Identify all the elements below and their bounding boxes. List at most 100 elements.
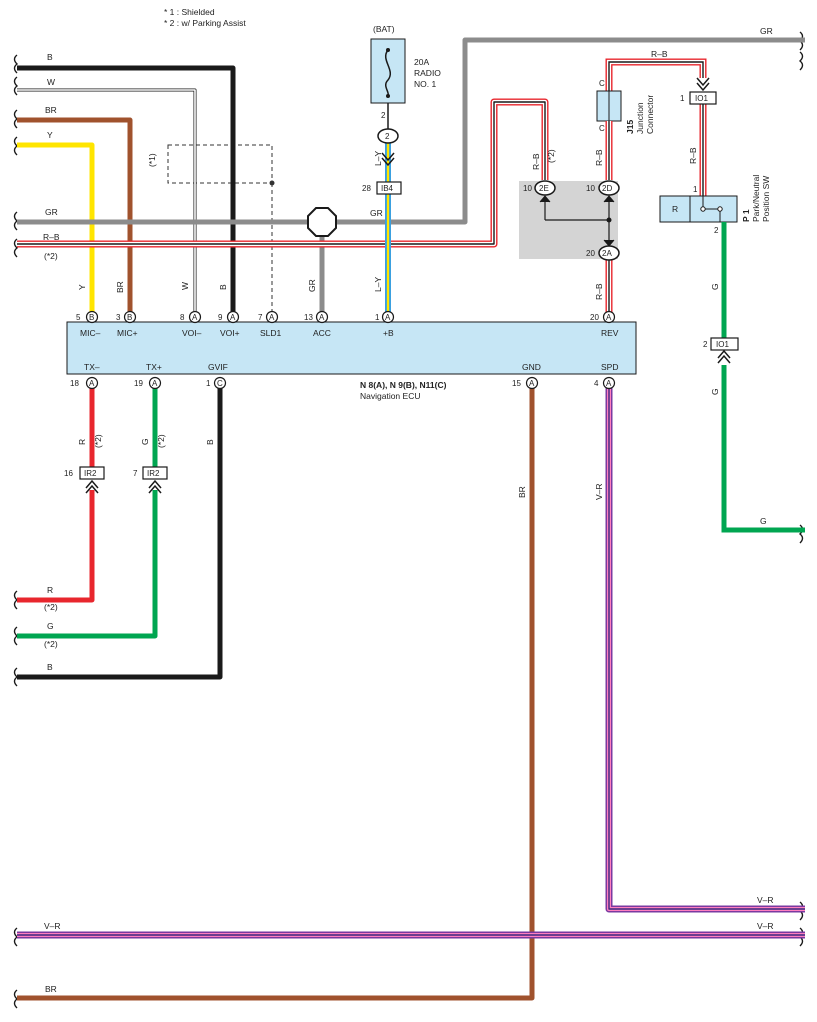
pin-num: 5 [76, 313, 81, 322]
park-switch-box-label: R [672, 204, 678, 214]
junction-pin-2a-label: 2A [602, 249, 612, 258]
label-rb-rev: R–B [594, 283, 604, 300]
junction-pin-2e-num: 10 [523, 184, 532, 193]
mid-wire-labels: GR L–Y L–Y R–B (*2) R–B R–B R–B G G Y BR… [77, 147, 720, 500]
shield-box: (*1) [147, 144, 275, 314]
left-label-vr: V–R [44, 921, 61, 931]
junction-name2: Connector [645, 95, 655, 134]
pin-num: 8 [180, 313, 185, 322]
wire-br-mic [17, 117, 133, 314]
left-label-rb: R–B [43, 232, 60, 242]
pin-label: TX+ [146, 362, 162, 372]
connector-ir2-right-pin: 7 [133, 469, 138, 478]
left-label-y: Y [47, 130, 53, 140]
pin-conn: A [192, 313, 198, 322]
shield-note: (*1) [147, 153, 157, 167]
fuse-name2: NO. 1 [414, 79, 436, 89]
label-ly-lower: L–Y [373, 277, 383, 292]
navigation-ecu [66, 321, 637, 375]
junction-pin-2d: 2D 10 [586, 180, 620, 203]
ecu-top-pin-mic-plus: B 3 MIC+ [116, 310, 138, 338]
ecu-bottom-pin-spd: A 4 SPD [594, 362, 618, 390]
fuse-terminal-label: 2 [385, 132, 390, 141]
label-ly-upper: L–Y [373, 151, 383, 166]
label-b: B [218, 284, 228, 290]
label-gr-mid: GR [370, 208, 383, 218]
wire-w-voi [17, 88, 197, 314]
ecu-bottom-pin-gnd: A 15 GND [512, 362, 541, 390]
connector-ir2-left-name: IR2 [84, 469, 97, 478]
splice-point [307, 207, 337, 237]
junction-connector-j15: C C J15 Junction Connector [596, 70, 655, 134]
pin-conn: A [230, 313, 236, 322]
label-r-note: (*2) [93, 434, 103, 448]
pin-num: 18 [70, 379, 79, 388]
left-label-b: B [47, 52, 53, 62]
pin-label: MIC– [80, 328, 101, 338]
connector-io1-bottom-name: IO1 [716, 340, 729, 349]
park-switch-name2: Position SW [761, 176, 771, 222]
junction-pin-c-top: C [599, 79, 605, 88]
left-label-b2: B [47, 662, 53, 672]
fuse-rating: 20A [414, 57, 429, 67]
connector-io1-bottom-pin: 2 [703, 340, 708, 349]
ecu-bottom-pin-tx-plus: A 19 TX+ [134, 362, 162, 390]
wire-b-voi [17, 65, 236, 314]
pin-conn: A [319, 313, 325, 322]
label-rb-io1: R–B [688, 147, 698, 164]
ecu-top-pin-rev: A 20 REV [590, 310, 619, 338]
connector-io1-bottom: IO1 2 [703, 337, 739, 364]
fuse-name: RADIO [414, 68, 441, 78]
left-label-g: G [47, 621, 54, 631]
wire-rb-junction [544, 121, 613, 314]
pin-num: 13 [304, 313, 313, 322]
junction-id: J15 [625, 120, 635, 134]
note-parking-assist: * 2 : w/ Parking Assist [164, 18, 246, 28]
connector-io1-top-name: IO1 [695, 94, 708, 103]
label-r: R [77, 439, 87, 445]
wires-bottom [17, 388, 805, 1001]
pin-label: VOI+ [220, 328, 240, 338]
connector-io1-top: IO1 1 [680, 77, 717, 105]
connector-ir2-left: IR2 16 [64, 466, 105, 494]
pin-label: REV [601, 328, 619, 338]
pin-label: SPD [601, 362, 618, 372]
fuse-terminal: 2 [377, 128, 399, 167]
pin-label: ACC [313, 328, 331, 338]
right-label-gr: GR [760, 26, 773, 36]
left-label-br2: BR [45, 984, 57, 994]
label-vr-spd: V–R [594, 483, 604, 500]
pin-num: 15 [512, 379, 521, 388]
left-label-rb-note: (*2) [44, 251, 58, 261]
wire-vr-spd [605, 388, 805, 913]
junction-name: Junction [635, 102, 645, 134]
pin-conn: A [385, 313, 391, 322]
pin-num: 1 [206, 379, 211, 388]
ecu-name: N 8(A), N 9(B), N11(C) [360, 380, 447, 390]
left-label-r: R [47, 585, 53, 595]
pin-label: VOI– [182, 328, 202, 338]
ecu-top-pin-mic-minus: B 5 MIC– [76, 310, 101, 338]
ecu-subtitle: Navigation ECU [360, 391, 420, 401]
pin-label: +B [383, 328, 394, 338]
connector-ir2-right-name: IR2 [147, 469, 160, 478]
pin-num: 9 [218, 313, 223, 322]
note-shielded: * 1 : Shielded [164, 7, 215, 17]
wire-g-io1 [721, 222, 805, 533]
ecu-top-pin-sld1: A 7 SLD1 [258, 310, 282, 338]
junction-pin-2d-label: 2D [602, 184, 612, 193]
pin-num: 3 [116, 313, 121, 322]
park-switch-pin-top: 1 [693, 185, 698, 194]
park-switch-pin-bottom: 2 [714, 226, 719, 235]
connector-ib4-name: IB4 [381, 184, 394, 193]
wire-y-mic [17, 142, 95, 314]
junction-pin-2e-label: 2E [539, 184, 549, 193]
left-wire-labels: B W BR Y GR R–B (*2) R (*2) G (*2) B V–R… [43, 52, 61, 994]
pin-conn: C [217, 379, 223, 388]
label-g: G [140, 438, 150, 445]
left-label-br: BR [45, 105, 57, 115]
fuse-pin: 2 [381, 111, 386, 120]
junction-pin-2d-num: 10 [586, 184, 595, 193]
connector-ib4: IB4 28 [362, 181, 402, 195]
wires-left [17, 37, 805, 314]
